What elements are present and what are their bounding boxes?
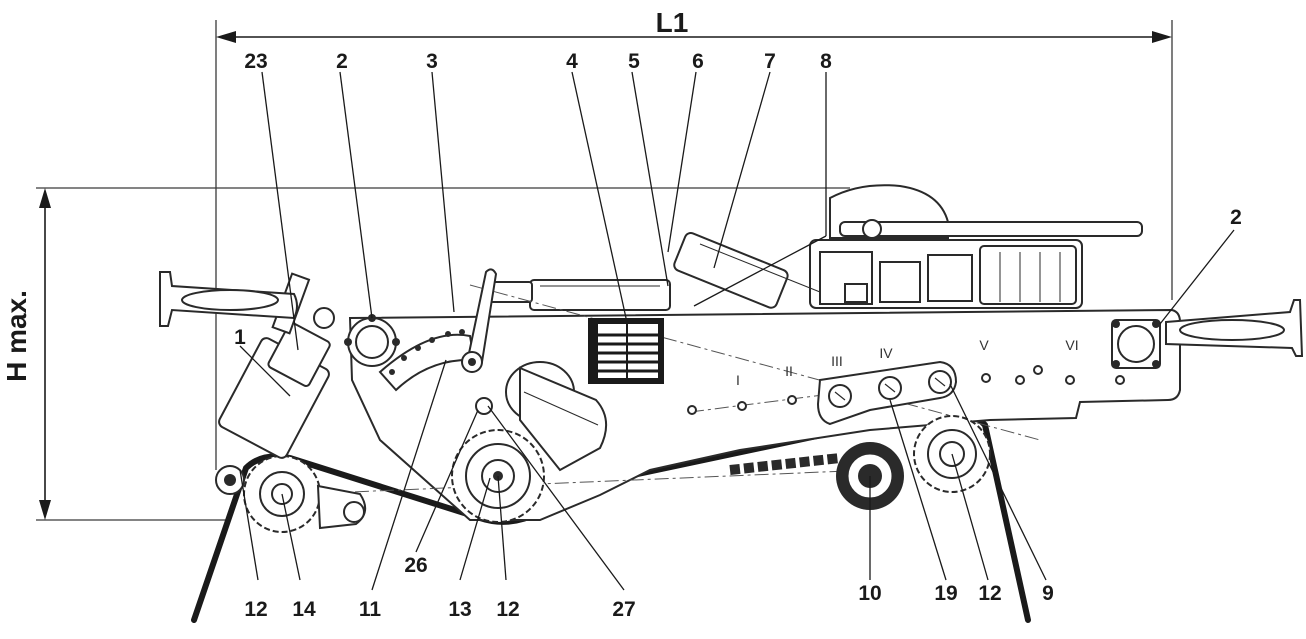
right-handle bbox=[1165, 299, 1304, 357]
dimension-l1: L1 bbox=[215, 7, 1173, 470]
info-plate bbox=[588, 318, 664, 384]
right-gauge bbox=[1111, 319, 1161, 369]
lever-assembly bbox=[378, 268, 498, 415]
position-label-v: V bbox=[979, 337, 989, 353]
callout-9: 9 bbox=[1042, 582, 1054, 605]
cylinder-drum bbox=[505, 361, 607, 472]
left-handle bbox=[159, 271, 298, 327]
position-label-i: I bbox=[736, 372, 740, 388]
callout-12-right: 12 bbox=[978, 582, 1001, 605]
callout-1: 1 bbox=[234, 326, 246, 349]
callout-2-right: 2 bbox=[1230, 206, 1242, 229]
drive-chain bbox=[729, 453, 841, 475]
gear-position-labels: I II III IV V VI bbox=[736, 337, 1079, 388]
left-tail-bracket bbox=[316, 484, 367, 530]
callout-labels: 23 2 3 4 5 6 7 8 2 1 12 14 11 26 13 12 2… bbox=[234, 50, 1242, 621]
callout-26: 26 bbox=[404, 554, 427, 577]
dimension-length-label: L1 bbox=[656, 7, 689, 38]
callout-4: 4 bbox=[566, 50, 578, 73]
position-label-ii: II bbox=[785, 363, 793, 379]
callout-10: 10 bbox=[858, 582, 881, 605]
main-frame bbox=[279, 279, 1181, 521]
engine-assembly bbox=[673, 184, 1143, 309]
callout-7: 7 bbox=[764, 50, 776, 73]
callout-3: 3 bbox=[426, 50, 438, 73]
callout-8: 8 bbox=[820, 50, 832, 73]
position-label-iii: III bbox=[831, 353, 843, 369]
position-label-iv: IV bbox=[879, 345, 893, 361]
dimension-height-label: H max. bbox=[1, 290, 32, 382]
callout-23: 23 bbox=[244, 50, 267, 73]
callout-19: 19 bbox=[934, 582, 957, 605]
callout-14: 14 bbox=[292, 598, 316, 621]
callout-5: 5 bbox=[628, 50, 640, 73]
swing-arm bbox=[816, 360, 958, 426]
callout-12-left: 12 bbox=[244, 598, 267, 621]
callout-27: 27 bbox=[612, 598, 635, 621]
callout-12-middle: 12 bbox=[496, 598, 519, 621]
callout-11: 11 bbox=[359, 598, 382, 621]
callout-6: 6 bbox=[692, 50, 704, 73]
leader-lines bbox=[239, 71, 1235, 591]
callout-13: 13 bbox=[448, 598, 471, 621]
callout-2-left: 2 bbox=[336, 50, 348, 73]
position-label-vi: VI bbox=[1065, 337, 1078, 353]
